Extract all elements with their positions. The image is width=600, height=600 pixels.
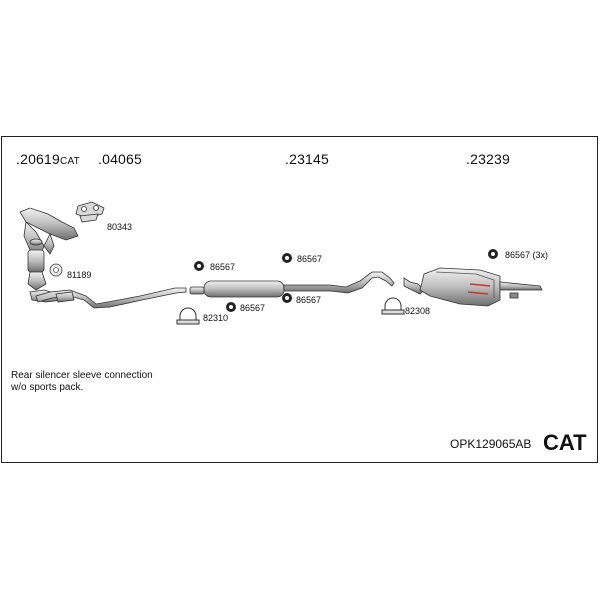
note-line-1: Rear silencer sleeve connection	[11, 370, 153, 381]
ref-82308: 82308	[405, 306, 431, 316]
manifold-catalyst	[19, 207, 79, 303]
note-line-2: w/o sports pack.	[11, 382, 84, 393]
part-number-catalyst-value: .20619	[16, 151, 61, 167]
cat-label: CAT	[543, 430, 587, 455]
gasket-81189	[49, 263, 63, 277]
part-number-catalyst: .20619CAT	[16, 151, 80, 167]
diagram-frame	[1, 136, 598, 463]
front-pipe	[35, 287, 187, 309]
ref-86567-b: 86567	[240, 303, 266, 313]
clamp-82308	[381, 297, 405, 315]
part-number-front-pipe: .04065	[98, 151, 143, 167]
part-number-rear-silencer: .23239	[466, 151, 511, 167]
rubber-mount-86567-a	[194, 261, 204, 271]
note-text: Rear silencer sleeve connection w/o spor…	[11, 370, 153, 394]
part-number-middle-silencer: .23145	[285, 151, 330, 167]
ref-80343: 80343	[107, 222, 133, 232]
ref-86567-c: 86567	[297, 254, 323, 264]
rear-silencer	[403, 267, 543, 307]
rubber-mount-86567-b	[226, 302, 236, 312]
ref-82310: 82310	[203, 313, 229, 323]
ref-86567-a: 86567	[210, 262, 236, 272]
gasket-80343	[75, 201, 105, 223]
kit-code: OPK129065AB	[450, 437, 532, 451]
middle-silencer	[189, 271, 395, 298]
rubber-mount-86567-e	[488, 249, 498, 259]
rubber-mount-86567-d	[282, 293, 292, 303]
ref-86567-d: 86567	[296, 295, 322, 305]
ref-86567-3x: 86567 (3x)	[505, 250, 549, 260]
clamp-82310	[176, 307, 200, 325]
part-number-catalyst-suffix: CAT	[60, 156, 80, 167]
rubber-mount-86567-c	[282, 253, 292, 263]
ref-81189: 81189	[67, 270, 92, 280]
